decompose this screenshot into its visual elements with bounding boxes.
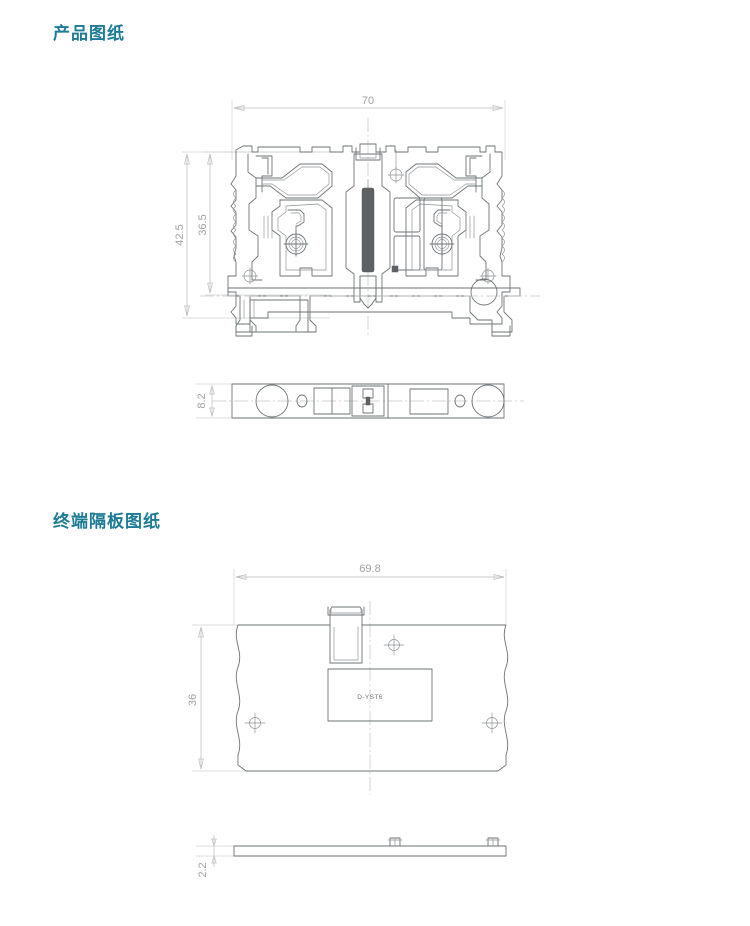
product-top-view-drawing: 8.2 (0, 370, 750, 450)
terminal-block-body (200, 143, 540, 337)
hole-cross-bottom-right (481, 712, 503, 734)
dimension-label-2-2: 2.2 (197, 862, 209, 877)
dimension-width-70: 70 (231, 95, 506, 160)
section-heading-product-drawing: 产品图纸 (53, 24, 125, 43)
section-heading-partition-plate-drawing: 终端隔板图纸 (53, 512, 161, 531)
dimension-label-8-2: 8.2 (196, 393, 208, 408)
dimension-label-36-5: 36.5 (197, 214, 209, 235)
dimension-label-69-8: 69.8 (359, 563, 380, 575)
screw-cross-left (241, 267, 259, 285)
partition-plate-side-profile (233, 837, 507, 857)
dimension-width-69-8: 69.8 (233, 563, 507, 625)
screw-cross-right (479, 267, 497, 285)
screw-cross-top-center (387, 149, 405, 184)
dimension-label-70: 70 (362, 95, 374, 107)
partition-plate-side-view-drawing: 2.2 (0, 830, 750, 910)
dimension-label-36: 36 (187, 694, 199, 706)
hole-cross-bottom-left (244, 712, 266, 734)
partition-plate-front-view-drawing: 69.8 36 (0, 555, 750, 800)
product-front-cross-section-drawing: 70 42.5 36.5 (0, 80, 750, 340)
part-label-box (327, 668, 433, 722)
dimension-height-36: 36 (187, 624, 300, 772)
part-label-text: D-YST6 (357, 694, 383, 701)
hole-cross-top-right (383, 634, 405, 656)
terminal-block-top-profile (212, 383, 524, 419)
dimension-label-42-5: 42.5 (174, 224, 186, 245)
partition-plate-outline: D-YST6 (235, 606, 509, 772)
dimension-height-36-5: 36.5 (197, 151, 330, 296)
